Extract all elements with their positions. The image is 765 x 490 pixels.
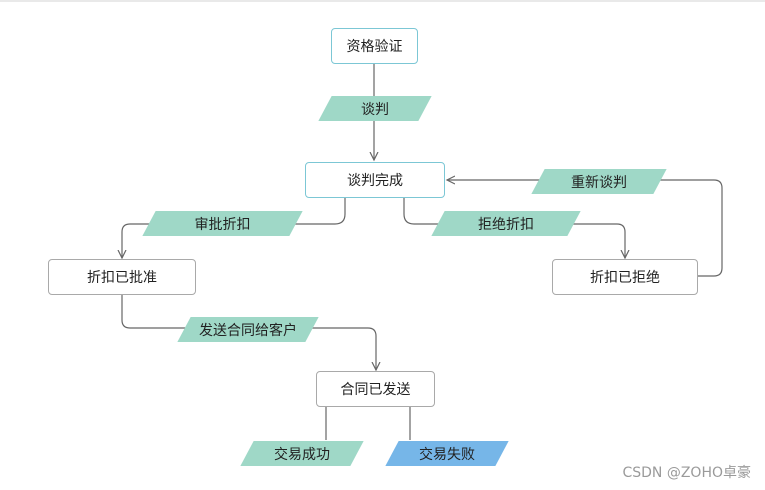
label-reject-discount-text: 拒绝折扣: [478, 216, 534, 233]
label-negotiate: 谈判: [318, 96, 432, 121]
edge-rejected-to-negotiation: [447, 180, 723, 277]
node-discount-rejected-label: 折扣已拒绝: [590, 270, 660, 286]
node-negotiation-done[interactable]: 谈判完成: [305, 162, 445, 198]
label-approve-discount: 审批折扣: [142, 211, 303, 236]
node-negotiation-done-label: 谈判完成: [347, 173, 403, 189]
node-discount-rejected[interactable]: 折扣已拒绝: [552, 259, 698, 295]
label-send-contract: 发送合同给客户: [177, 317, 319, 342]
label-deal-success-text: 交易成功: [274, 446, 330, 463]
node-contract-sent[interactable]: 合同已发送: [316, 371, 435, 407]
node-contract-sent-label: 合同已发送: [340, 382, 411, 398]
node-qualification[interactable]: 资格验证: [331, 28, 418, 64]
label-renegotiate-text: 重新谈判: [571, 174, 627, 191]
watermark: CSDN @ZOHO卓豪: [622, 465, 751, 481]
node-discount-approved[interactable]: 折扣已批准: [48, 259, 196, 295]
label-reject-discount: 拒绝折扣: [431, 211, 581, 236]
label-send-contract-text: 发送合同给客户: [199, 322, 297, 339]
label-negotiate-text: 谈判: [361, 101, 389, 118]
label-renegotiate: 重新谈判: [531, 169, 667, 194]
label-deal-failed: 交易失败: [385, 441, 509, 466]
label-approve-discount-text: 审批折扣: [194, 216, 251, 233]
label-deal-success: 交易成功: [240, 441, 364, 466]
label-deal-failed-text: 交易失败: [419, 446, 475, 463]
top-divider: [0, 0, 765, 2]
node-qualification-label: 资格验证: [346, 39, 403, 55]
node-discount-approved-label: 折扣已批准: [87, 270, 157, 286]
